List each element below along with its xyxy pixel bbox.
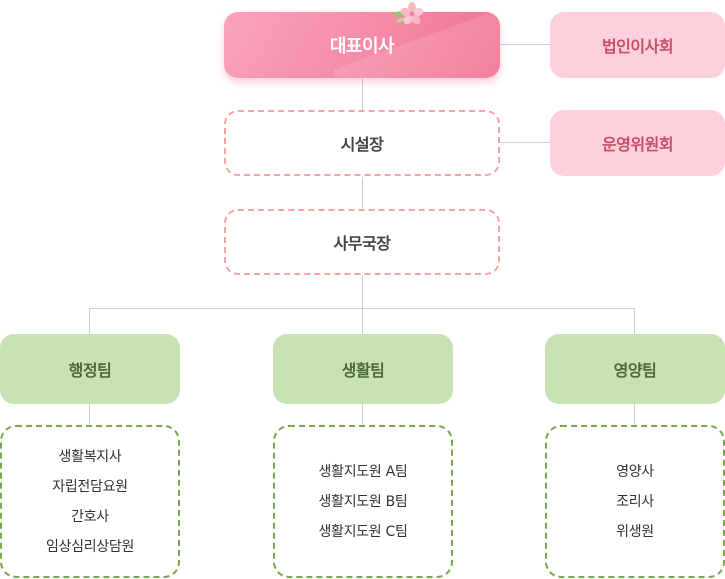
secretary-box: 사무국장 <box>224 209 500 275</box>
member-item: 생활지도원 B팀 <box>318 493 408 510</box>
connector-bus-team-2 <box>634 308 635 334</box>
secretary-label: 사무국장 <box>333 234 391 253</box>
members-box-admin: 생활복지사 자립전담요원 간호사 임상심리상담원 <box>0 425 180 578</box>
member-item: 생활지도원 C팀 <box>318 523 408 540</box>
director-box: 시설장 <box>224 110 500 176</box>
team-box-living: 생활팀 <box>273 334 453 404</box>
connector-director-secretary <box>362 177 363 209</box>
connector-secretary-down <box>362 275 363 308</box>
members-box-nutrition: 영양사 조리사 위생원 <box>545 425 725 578</box>
connector-bus-team-1 <box>362 308 363 334</box>
committee-label: 운영위원회 <box>601 135 674 154</box>
team-label: 영양팀 <box>613 361 657 380</box>
team-label: 행정팀 <box>68 361 112 380</box>
member-item: 위생원 <box>616 523 654 540</box>
committee-box: 운영위원회 <box>550 110 725 176</box>
connector-ceo-director <box>362 78 363 110</box>
member-item: 영양사 <box>616 463 654 480</box>
board-label: 법인이사회 <box>601 37 674 56</box>
member-item: 생활지도원 A팀 <box>318 463 408 480</box>
cherry-blossom-icon <box>392 2 424 25</box>
member-item: 조리사 <box>616 493 654 510</box>
ceo-box: 대표이사 <box>224 12 500 78</box>
member-item: 생활복지사 <box>58 448 122 465</box>
team-box-admin: 행정팀 <box>0 334 180 404</box>
member-item: 자립전담요원 <box>52 478 128 495</box>
connector-team-0-members <box>89 404 90 425</box>
member-item: 간호사 <box>71 508 109 525</box>
member-item: 임상심리상담원 <box>45 538 135 555</box>
team-label: 생활팀 <box>341 361 385 380</box>
connector-team-2-members <box>634 404 635 425</box>
members-box-living: 생활지도원 A팀 생활지도원 B팀 생활지도원 C팀 <box>273 425 453 578</box>
connector-team-1-members <box>362 404 363 425</box>
ceo-label: 대표이사 <box>329 36 395 57</box>
board-box: 법인이사회 <box>550 12 725 78</box>
connector-director-committee <box>500 142 550 143</box>
connector-bus-team-0 <box>89 308 90 334</box>
team-box-nutrition: 영양팀 <box>545 334 725 404</box>
director-label: 시설장 <box>340 135 384 154</box>
connector-ceo-board <box>500 44 550 45</box>
